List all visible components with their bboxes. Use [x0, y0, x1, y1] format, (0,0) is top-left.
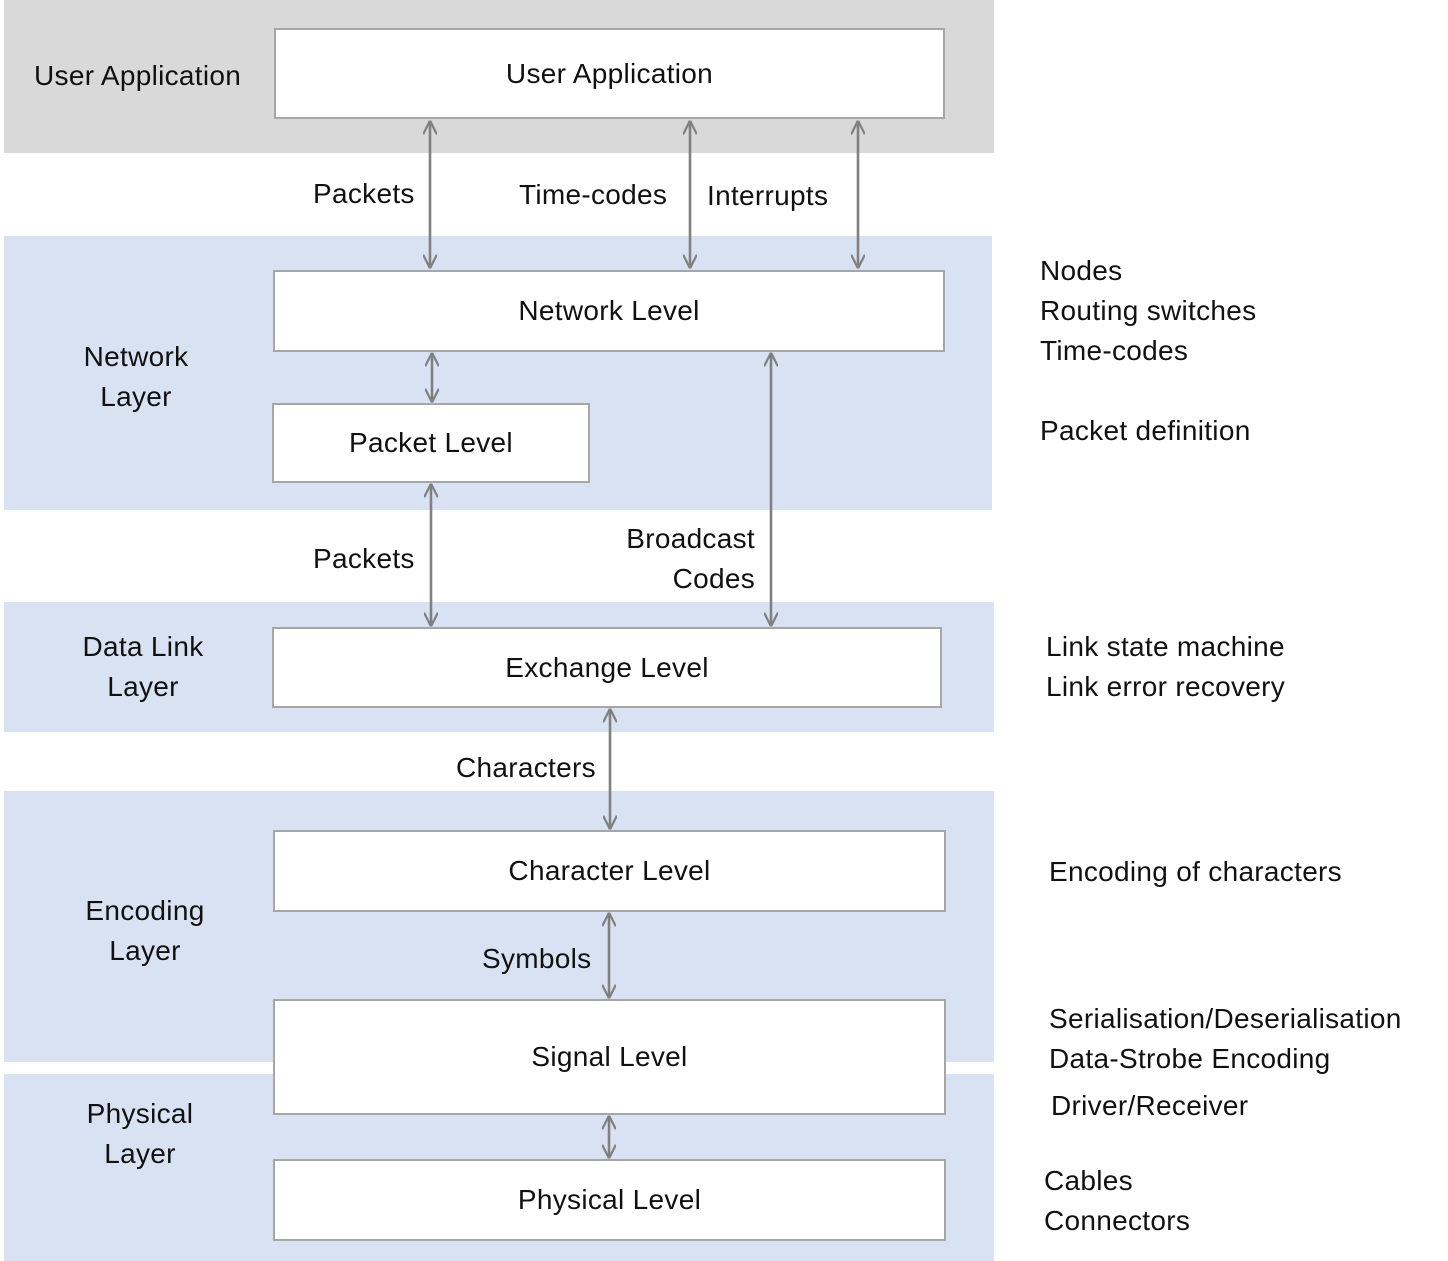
layer-label-encoding: Encoding Layer — [45, 891, 245, 971]
flow-label-packets-top: Packets — [313, 178, 415, 209]
flow-label-packets-mid: Packets — [313, 543, 415, 574]
note-link-error-recovery: Link error recovery — [1046, 671, 1286, 702]
layer-label-network: Network Layer — [36, 337, 236, 417]
note-packet-definition: Packet definition — [1040, 415, 1251, 446]
note-timecodes: Time-codes — [1040, 335, 1189, 366]
note-routing-switches: Routing switches — [1040, 295, 1257, 326]
user-application-box: User Application — [274, 28, 945, 119]
note-link-state-machine: Link state machine — [1046, 631, 1285, 662]
flow-label-timecodes: Time-codes — [519, 179, 668, 210]
flow-label-broadcast-line1: Broadcast — [626, 523, 755, 554]
layer-label-encoding-line1: Encoding — [85, 895, 205, 926]
note-connectors: Connectors — [1044, 1205, 1191, 1236]
physical-level-box: Physical Level — [273, 1159, 946, 1241]
network-level-box: Network Level — [273, 270, 945, 352]
layer-label-network-line1: Network — [83, 341, 189, 372]
note-nodes: Nodes — [1040, 255, 1123, 286]
layer-label-data-link: Data Link Layer — [43, 627, 243, 707]
layer-label-network-line2: Layer — [100, 381, 172, 412]
flow-label-broadcast-line2: Codes — [672, 563, 755, 594]
note-serialisation: Serialisation/Deserialisation — [1049, 1003, 1402, 1034]
layer-label-physical: Physical Layer — [40, 1094, 240, 1174]
flow-label-symbols: Symbols — [482, 943, 592, 974]
layer-label-physical-line2: Layer — [104, 1138, 176, 1169]
flow-label-broadcast-codes: Broadcast Codes — [555, 519, 755, 599]
notes-signal: Serialisation/Deserialisation Data-Strob… — [1049, 999, 1402, 1079]
note-cables: Cables — [1044, 1165, 1133, 1196]
layer-label-user-application: User Application — [34, 60, 242, 91]
flow-label-interrupts: Interrupts — [707, 180, 829, 211]
signal-level-box: Signal Level — [273, 999, 946, 1115]
layer-label-encoding-line2: Layer — [109, 935, 181, 966]
note-driver-receiver: Driver/Receiver — [1051, 1090, 1249, 1121]
packet-level-box: Packet Level — [272, 403, 590, 483]
notes-network: Nodes Routing switches Time-codes — [1040, 251, 1256, 371]
layer-label-data-link-line1: Data Link — [82, 631, 204, 662]
flow-label-characters: Characters — [456, 752, 596, 783]
note-data-strobe: Data-Strobe Encoding — [1049, 1043, 1331, 1074]
notes-exchange: Link state machine Link error recovery — [1046, 627, 1285, 707]
note-encoding-of-characters: Encoding of characters — [1049, 856, 1342, 887]
layer-label-data-link-line2: Layer — [107, 671, 179, 702]
notes-physical: Cables Connectors — [1044, 1161, 1190, 1241]
layer-label-physical-line1: Physical — [86, 1098, 194, 1129]
character-level-box: Character Level — [273, 830, 946, 912]
exchange-level-box: Exchange Level — [272, 627, 942, 708]
